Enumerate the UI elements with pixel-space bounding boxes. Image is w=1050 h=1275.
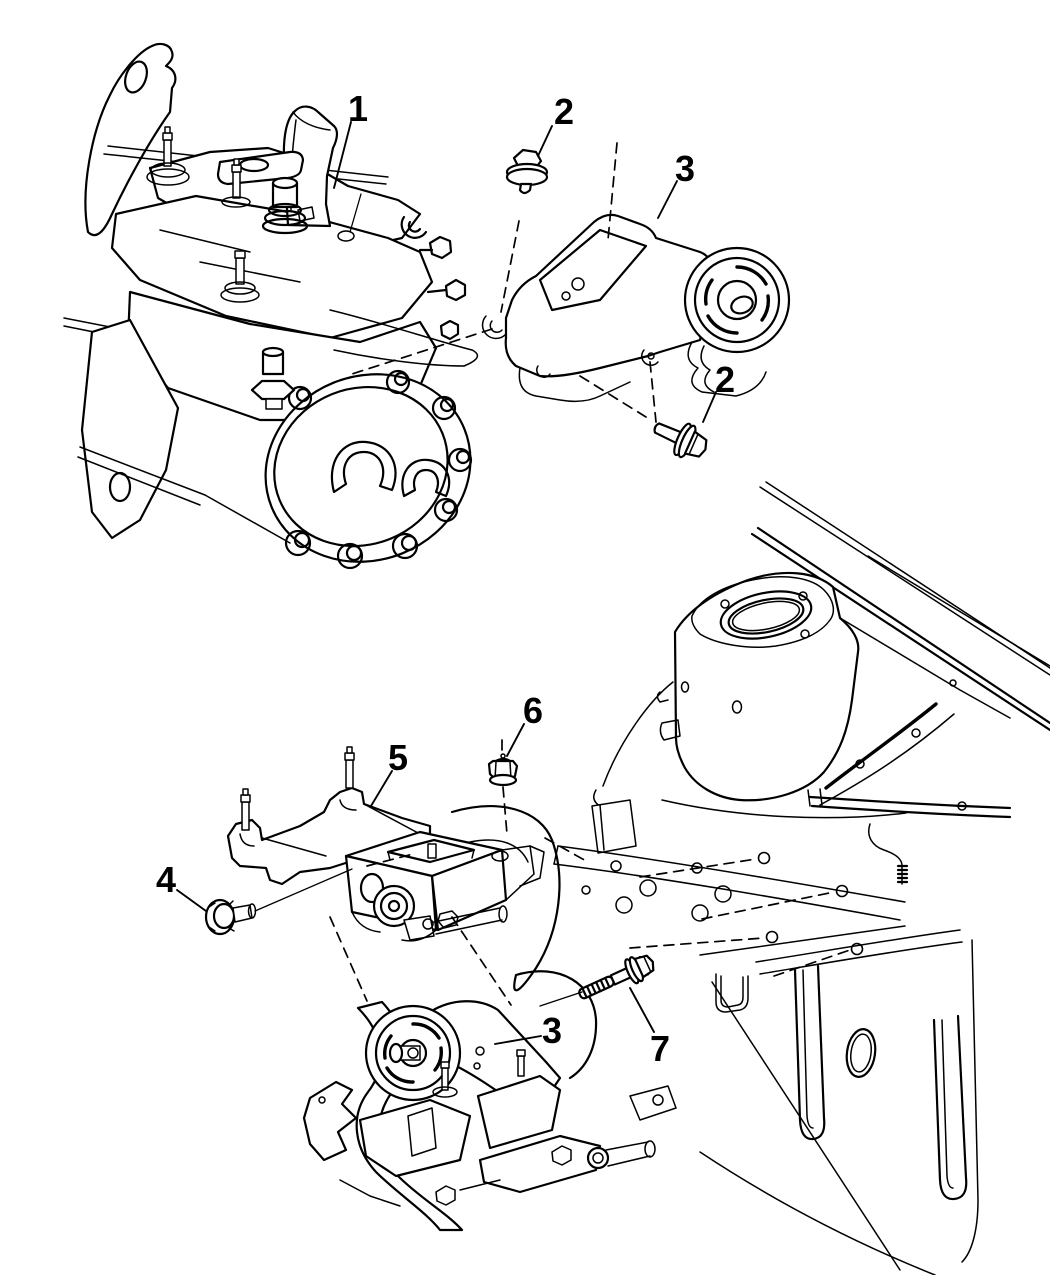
callout-label-2: 2 bbox=[715, 359, 735, 400]
apron-rails bbox=[750, 481, 1050, 732]
callout-label-5: 5 bbox=[388, 737, 408, 778]
assembly-dash-line bbox=[500, 220, 520, 313]
callout-leader bbox=[333, 121, 352, 189]
hole-pin-circle bbox=[850, 942, 864, 956]
callout-leader bbox=[629, 987, 655, 1033]
insertion-line bbox=[254, 868, 353, 912]
insertion-line bbox=[539, 991, 583, 1007]
hole-pin-circle bbox=[835, 884, 849, 898]
callout-leader bbox=[506, 723, 525, 757]
callout-leader bbox=[494, 1035, 542, 1045]
hole-pin-circle bbox=[757, 851, 771, 865]
assembly-dash-line bbox=[649, 361, 657, 423]
sensor-switch bbox=[250, 346, 296, 410]
mount-bushing bbox=[683, 246, 791, 354]
callout-leader bbox=[702, 391, 717, 423]
transmission-mount-upper bbox=[481, 213, 791, 403]
assembly-dash-line bbox=[451, 916, 512, 1006]
callout-label-3: 3 bbox=[542, 1010, 562, 1051]
callout-leader bbox=[370, 770, 393, 807]
assembly-dash-line bbox=[329, 916, 368, 1002]
mount-bolt-upper bbox=[505, 148, 549, 195]
clutch-lever-parts bbox=[400, 215, 467, 341]
assembly-dash-line bbox=[629, 937, 765, 949]
transmission-mount-lower bbox=[302, 1000, 677, 1232]
mount-bolt-lower bbox=[653, 422, 708, 459]
flange-bolt-4 bbox=[204, 898, 257, 936]
callout-label-6: 6 bbox=[523, 690, 543, 731]
assembly-dash-line bbox=[773, 949, 851, 977]
assembly-dash-line bbox=[544, 837, 589, 863]
assembly-dash-line bbox=[607, 142, 618, 241]
transaxle-assembly bbox=[63, 42, 479, 570]
callout-leader bbox=[657, 180, 678, 219]
bell-housing-bolts bbox=[284, 369, 473, 570]
frame-rail-lower bbox=[553, 823, 979, 1275]
assembly-dash-line bbox=[639, 858, 757, 878]
callout-label-1: 1 bbox=[348, 88, 368, 129]
assembly-dash-line bbox=[701, 891, 835, 920]
construction-lines bbox=[254, 142, 864, 1007]
mount-bracket-assembly bbox=[226, 746, 637, 942]
callout-label-7: 7 bbox=[650, 1028, 670, 1069]
callout-label-2: 2 bbox=[554, 91, 574, 132]
insertion-line bbox=[349, 193, 362, 233]
callout-layer: 1 2 3 2 6 5 4 3 7 bbox=[156, 88, 735, 1069]
hole-pin-circle bbox=[765, 930, 779, 944]
flange-nut bbox=[487, 753, 519, 787]
assembly-dash-line bbox=[366, 853, 414, 867]
transaxle-studs bbox=[146, 126, 260, 303]
callout-label-3: 3 bbox=[675, 148, 695, 189]
long-bolt-7 bbox=[578, 954, 655, 1000]
strut-tower bbox=[593, 571, 1012, 819]
assembly-dash-line bbox=[579, 375, 647, 418]
assembly-dash-line bbox=[351, 328, 493, 375]
callout-leader bbox=[176, 889, 207, 912]
callout-label-4: 4 bbox=[156, 859, 176, 900]
callout-leader bbox=[537, 125, 553, 157]
assembly-dash-line bbox=[502, 786, 508, 835]
